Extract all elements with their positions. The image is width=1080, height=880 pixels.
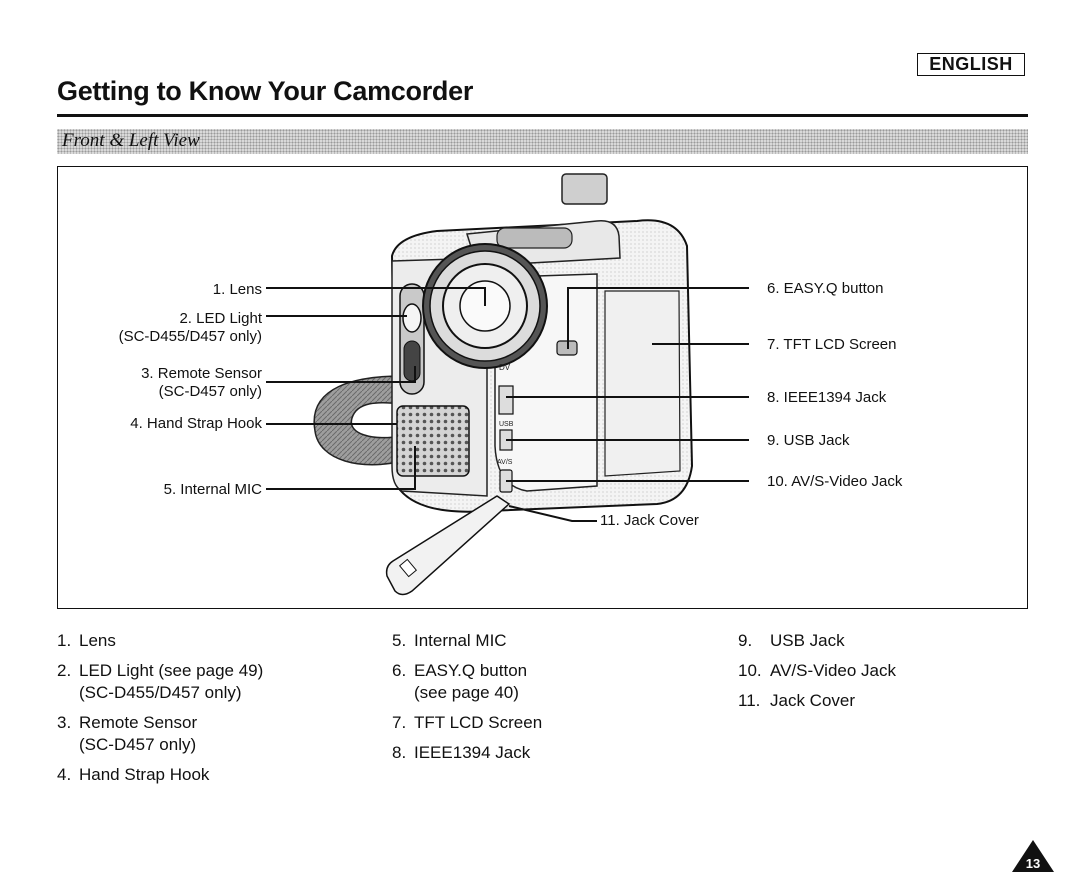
list-text: AV/S-Video Jack xyxy=(770,661,896,680)
remote-sensor-icon xyxy=(403,340,421,382)
list-text: Internal MIC xyxy=(414,631,507,650)
callout-hand-strap-hook: 4. Hand Strap Hook xyxy=(130,415,262,432)
callout-internal-mic: 5. Internal MIC xyxy=(163,481,262,498)
section-title: Front & Left View xyxy=(62,130,200,151)
av-mark: AV/S xyxy=(497,459,513,466)
list-item: 7. TFT LCD Screen xyxy=(392,712,692,734)
page-number-triangle: 13 xyxy=(1012,840,1054,872)
list-text: Hand Strap Hook xyxy=(79,765,210,784)
callout-usb-jack: 9. USB Jack xyxy=(767,432,850,449)
callout-jack-cover: 11. Jack Cover xyxy=(600,512,699,529)
led-light-icon xyxy=(402,303,422,333)
list-number: 2. xyxy=(57,661,72,680)
list-number: 9. xyxy=(738,631,753,650)
list-text: Remote Sensor (SC-D457 only) xyxy=(79,713,198,754)
list-text: LED Light (see page 49) (SC-D455/D457 on… xyxy=(79,661,264,702)
list-item: 10. AV/S-Video Jack xyxy=(738,660,1038,682)
callout-remote-sensor: 3. Remote Sensor (SC-D457 only) xyxy=(141,365,262,400)
page-number: 13 xyxy=(1026,856,1040,871)
list-item: 2. LED Light (see page 49) (SC-D455/D457 … xyxy=(57,660,357,704)
list-number: 3. xyxy=(57,713,72,732)
list-item: 8. IEEE1394 Jack xyxy=(392,742,692,764)
hand-strap xyxy=(313,375,403,466)
parts-list-col-1: 1. Lens 2. LED Light (see page 49) (SC-D45… xyxy=(57,630,357,794)
list-number: 5. xyxy=(392,631,407,650)
list-text: TFT LCD Screen xyxy=(414,713,543,732)
list-item: 11. Jack Cover xyxy=(738,690,1038,712)
list-number: 1. xyxy=(57,631,72,650)
section-header-bar xyxy=(57,129,1028,154)
callout-led-light: 2. LED Light (SC-D455/D457 only) xyxy=(118,310,262,345)
callout-easy-q-button: 6. EASY.Q button xyxy=(767,280,884,297)
list-text: Lens xyxy=(79,631,116,650)
list-item: 9. USB Jack xyxy=(738,630,1038,652)
list-text: Jack Cover xyxy=(770,691,856,710)
diagram-frame xyxy=(57,166,1028,609)
callout-tft-lcd-screen: 7. TFT LCD Screen xyxy=(767,336,897,353)
list-item: 3. Remote Sensor (SC-D457 only) xyxy=(57,712,357,756)
list-text: USB Jack xyxy=(770,631,845,650)
list-item: 1. Lens xyxy=(57,630,357,652)
parts-list-col-2: 5. Internal MIC 6. EASY.Q button (see page… xyxy=(392,630,692,772)
dv-mark: DV xyxy=(499,363,511,372)
callout-lines xyxy=(266,287,749,522)
list-item: 6. EASY.Q button (see page 40) xyxy=(392,660,692,704)
callout-av-svideo-jack: 10. AV/S-Video Jack xyxy=(767,473,903,490)
language-badge: ENGLISH xyxy=(917,53,1025,76)
list-number: 8. xyxy=(392,743,407,762)
list-item: 4. Hand Strap Hook xyxy=(57,764,357,786)
callout-ieee1394-jack: 8. IEEE1394 Jack xyxy=(767,389,887,406)
camcorder-illustration: DV USB AV/S xyxy=(266,173,749,596)
list-text: EASY.Q button (see page 40) xyxy=(414,661,528,702)
jack-cover xyxy=(385,495,511,596)
parts-list-col-3: 9. USB Jack 10. AV/S-Video Jack 11. Jack Co… xyxy=(738,630,1038,720)
ieee1394-jack-icon xyxy=(498,385,514,415)
list-text: IEEE1394 Jack xyxy=(414,743,531,762)
list-item: 5. Internal MIC xyxy=(392,630,692,652)
callout-lens: 1. Lens xyxy=(212,281,262,298)
list-number: 11. xyxy=(738,691,761,710)
list-number: 4. xyxy=(57,765,72,784)
list-number: 10. xyxy=(738,661,762,680)
title-rule xyxy=(57,114,1028,117)
list-number: 7. xyxy=(392,713,407,732)
internal-mic-grille xyxy=(396,405,470,477)
list-number: 6. xyxy=(392,661,407,680)
usb-mark: USB xyxy=(499,421,514,428)
page-title: Getting to Know Your Camcorder xyxy=(57,76,474,106)
